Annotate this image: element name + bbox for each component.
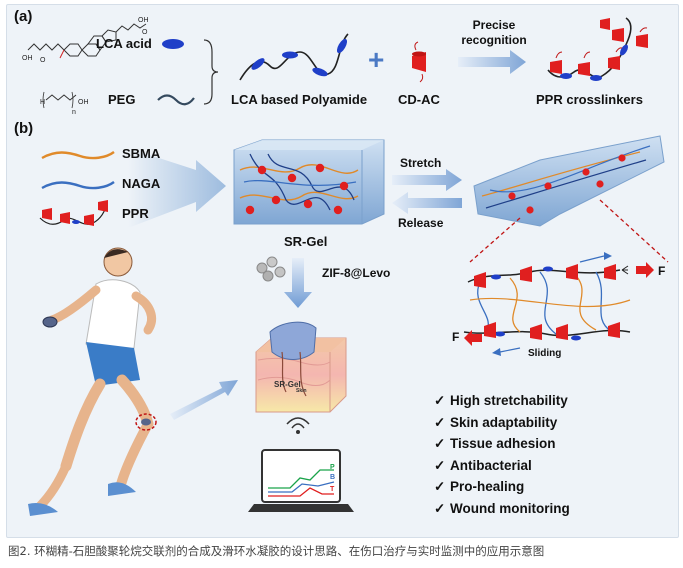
cdac-label: CD-AC — [398, 92, 440, 107]
check-icon: ✓ — [434, 414, 446, 430]
svg-text:OH: OH — [78, 99, 89, 106]
wireless-signal-icon — [286, 417, 310, 434]
zif-particles-icon — [256, 256, 286, 282]
svg-text:O: O — [40, 57, 46, 64]
property-list: ✓High stretchability ✓Skin adaptability … — [434, 390, 570, 519]
svg-text:n: n — [72, 109, 76, 116]
zoom-line-right — [599, 199, 669, 263]
monitor-b-label: B — [330, 474, 336, 481]
svg-text:OH: OH — [138, 17, 149, 24]
svg-text:O: O — [142, 29, 148, 36]
panel-b-label: (b) — [14, 120, 34, 137]
funnel-arrow-icon — [128, 148, 226, 228]
property-item: ✓Antibacterial — [434, 455, 570, 477]
ppr-crosslinker-icon — [547, 17, 648, 81]
sliding-mechanism-detail — [463, 252, 654, 356]
ppr-crosslinkers-label: PPR crosslinkers — [536, 92, 643, 107]
stretch-label: Stretch — [400, 156, 442, 170]
check-icon: ✓ — [434, 457, 446, 473]
sr-gel-block — [233, 139, 385, 225]
figure-caption: 图2. 环糊精-石胆酸聚轮烷交联剂的合成及滑环水凝胶的设计思路、在伤口治疗与实时… — [8, 544, 545, 558]
svg-text:H: H — [40, 99, 45, 106]
zif-label: ZIF-8@Levo — [322, 266, 391, 280]
panel-a-label: (a) — [14, 8, 33, 25]
release-label: Release — [398, 216, 444, 230]
monitor-p-label: P — [330, 464, 335, 471]
sliding-label: Sliding — [528, 348, 562, 359]
property-item: ✓Wound monitoring — [434, 498, 570, 520]
zoom-line-left — [469, 217, 521, 263]
force-label-right: F — [658, 264, 666, 278]
sr-gel-label: SR-Gel — [284, 234, 328, 249]
property-item: ✓Pro-healing — [434, 476, 570, 498]
skin-label: Skin — [296, 388, 307, 394]
release-arrow-icon — [392, 192, 462, 214]
skin-wound-model — [255, 321, 347, 413]
peg-structure: H OH n — [40, 91, 89, 116]
property-item: ✓Skin adaptability — [434, 412, 570, 434]
cd-ac-icon — [412, 41, 426, 83]
lca-ellipse-icon — [162, 39, 184, 49]
property-item: ✓High stretchability — [434, 390, 570, 412]
peg-label: PEG — [108, 92, 136, 107]
ppr-small-icon — [39, 200, 108, 226]
check-icon: ✓ — [434, 393, 446, 408]
naga-label: NAGA — [122, 176, 161, 191]
ppr-label: PPR — [122, 206, 149, 221]
polyamide-chain — [239, 33, 349, 81]
check-icon: ✓ — [434, 500, 446, 516]
zif-arrow-icon — [284, 258, 312, 308]
svg-text:OH: OH — [22, 55, 33, 62]
peg-chain-icon — [157, 94, 195, 106]
check-icon: ✓ — [434, 479, 446, 494]
force-label-left: F — [452, 330, 460, 344]
naga-chain-icon — [41, 181, 115, 190]
monitor-t-label: T — [330, 486, 335, 493]
lca-acid-structure: OH O OH O — [22, 17, 149, 64]
lca-acid-label: LCA acid — [96, 36, 152, 51]
bracket-icon — [203, 39, 219, 105]
recognition-arrow-icon — [458, 50, 526, 74]
check-icon: ✓ — [434, 436, 446, 451]
skin-gel-label: SR-Gel — [274, 380, 301, 389]
stretch-arrow-icon — [392, 169, 462, 191]
stretched-gel-block — [473, 135, 665, 227]
property-item: ✓Tissue adhesion — [434, 433, 570, 455]
polyamide-label: LCA based Polyamide — [231, 92, 368, 107]
plus-sign: + — [368, 44, 385, 75]
sbma-label: SBMA — [122, 146, 161, 161]
sbma-chain-icon — [41, 151, 115, 160]
precise-recognition-label: Precise recognition — [461, 18, 527, 47]
runner-to-skin-arrow-icon — [170, 380, 238, 420]
runner-figure — [28, 247, 157, 516]
laptop-monitor-icon — [248, 449, 354, 512]
